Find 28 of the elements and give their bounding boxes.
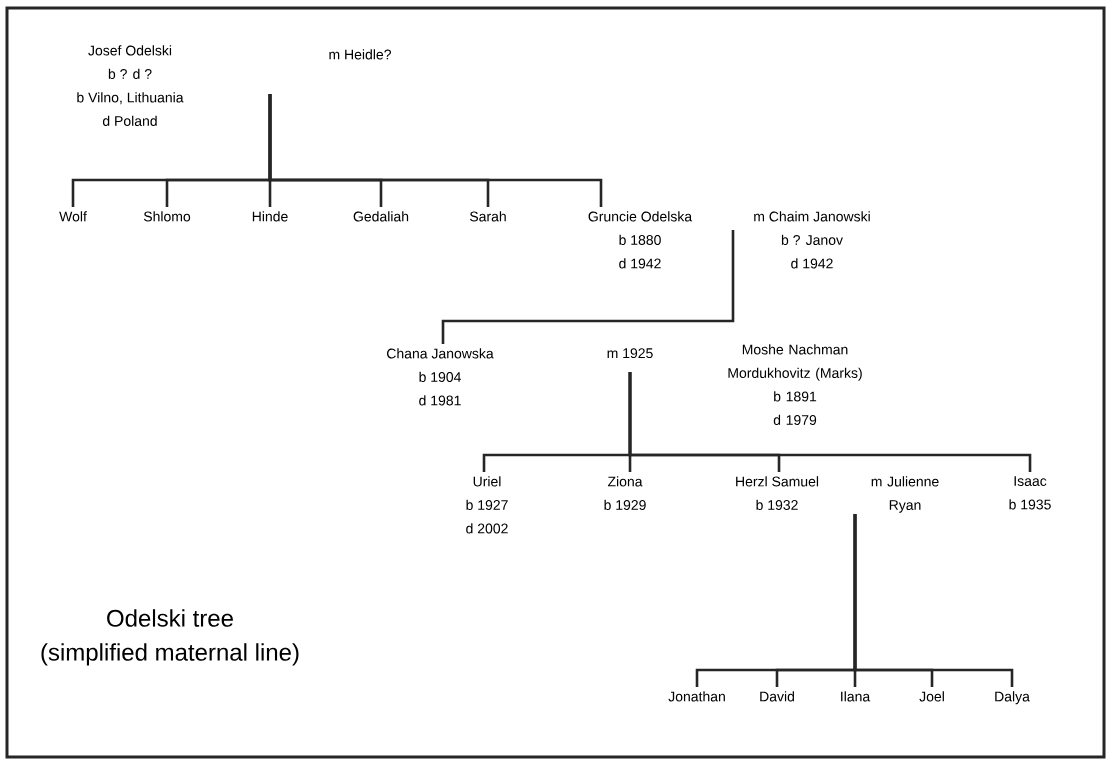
person-name: Uriel b 1927 d 2002 — [466, 476, 508, 534]
person-name: Gruncie Odelska b 1880 d 1942 — [588, 211, 693, 269]
person-name: m Heidle? — [329, 49, 391, 60]
person-name: Isaac b 1935 — [1009, 476, 1051, 510]
person-name: Shlomo — [143, 211, 191, 222]
connector-line — [441, 230, 735, 344]
person-name: Sarah — [469, 211, 506, 222]
person-name: David — [760, 691, 794, 702]
person-name: Gedaliah — [353, 211, 409, 222]
person-name: m Chaim Janowski b ? Janov d 1942 — [754, 211, 870, 269]
person-name: Ilana — [841, 691, 871, 702]
person-name: Herzl Samuel b 1932 — [736, 476, 819, 510]
title: Odelski tree — [107, 609, 233, 627]
person-name: Ziona b 1929 — [604, 476, 646, 510]
person-name: Jonathan — [668, 691, 725, 702]
person-name: Wolf — [59, 211, 87, 222]
person-name: Chana Janowska b 1904 d 1981 — [387, 348, 494, 406]
person-name: Dalya — [995, 691, 1030, 705]
caption: (simplified maternal line) — [41, 643, 299, 666]
person-name: m Julienne Ryan — [871, 476, 939, 513]
person-name: Josef Odelski b ? d ? b Vilno, Lithuania d Poland — [77, 45, 184, 126]
connector-line — [268, 94, 603, 207]
person-name: Joel — [919, 691, 944, 702]
person-name: Moshe Nachman Mordukhovitz (Marks) b 1891 d 1979 — [728, 344, 862, 425]
person-name: Hinde — [252, 211, 288, 222]
connector-line — [853, 513, 1014, 687]
person-name: m 1925 — [607, 348, 653, 359]
connector-line — [628, 372, 1032, 472]
